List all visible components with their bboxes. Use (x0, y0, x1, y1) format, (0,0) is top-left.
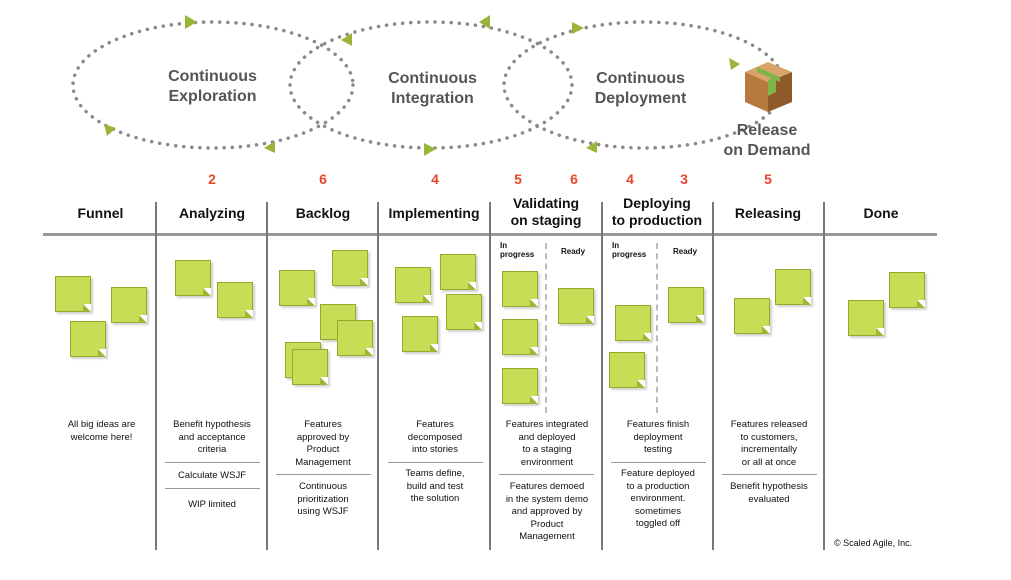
arrow-icon (586, 141, 597, 153)
analyzing-wsjf: Calculate WSJF (177, 470, 247, 481)
sticky-note (446, 294, 482, 330)
validating-ready-label: Ready (561, 247, 586, 256)
sticky-note (332, 250, 368, 286)
wip-deploying-ready: 3 (680, 171, 688, 187)
sticky-note (502, 368, 538, 404)
copyright-notice: © Scaled Agile, Inc. (834, 538, 913, 548)
sticky-note (279, 270, 315, 306)
column-divider (155, 202, 157, 550)
wip-analyzing: 2 (208, 171, 216, 187)
divider (165, 462, 260, 463)
sticky-note (70, 321, 106, 357)
deploying-description: Features finish deployment testing (626, 419, 690, 455)
column-divider (377, 202, 379, 550)
column-divider (712, 202, 714, 550)
validating-subdivider (545, 243, 547, 413)
sticky-note (848, 300, 884, 336)
column-title-backlog: Backlog (295, 205, 351, 221)
deploying-subdivider (656, 243, 658, 413)
package-box-icon (745, 62, 792, 112)
sticky-note (402, 316, 438, 352)
column-title-releasing: Releasing (734, 205, 802, 221)
column-divider (823, 202, 825, 550)
arrow-icon (424, 143, 436, 156)
analyzing-wip: WIP limited (188, 499, 236, 510)
exploration-loop (71, 20, 355, 150)
funnel-description: All big ideas are welcome here! (67, 419, 136, 443)
arrow-icon (479, 15, 490, 29)
sticky-note (175, 260, 211, 296)
divider (165, 488, 260, 489)
arrow-icon (104, 124, 116, 136)
divider (722, 474, 817, 475)
implementing-description: Features decomposed into stories (407, 419, 463, 455)
validating-demoed: Features demoed in the system demo and a… (505, 481, 589, 542)
column-title-analyzing: Analyzing (178, 205, 246, 221)
divider (276, 474, 371, 475)
column-divider (601, 202, 603, 550)
arrow-icon (264, 141, 275, 153)
sticky-note (502, 271, 538, 307)
column-title-implementing: Implementing (388, 205, 480, 221)
sticky-note (615, 305, 651, 341)
arrow-icon (729, 58, 740, 70)
sticky-note (337, 320, 373, 356)
wip-releasing: 5 (764, 171, 772, 187)
backlog-description: Features approved by Product Management (295, 419, 351, 468)
sticky-note (775, 269, 811, 305)
validating-description: Features integrated and deployed to a st… (505, 419, 589, 468)
column-title-funnel: Funnel (77, 205, 124, 221)
wip-validating-in-progress: 5 (514, 171, 522, 187)
integration-loop (288, 20, 574, 150)
sticky-note (558, 288, 594, 324)
divider (499, 474, 594, 475)
arrow-icon (572, 22, 584, 34)
sticky-note (668, 287, 704, 323)
sticky-note (889, 272, 925, 308)
analyzing-description: Benefit hypothesis and acceptance criter… (173, 419, 251, 455)
sticky-note (292, 349, 328, 385)
sticky-note (395, 267, 431, 303)
deploying-production: Feature deployed to a production environ… (621, 468, 695, 529)
sticky-note (111, 287, 147, 323)
arrow-icon (341, 33, 352, 46)
implementing-teams: Teams define, build and test the solutio… (405, 468, 465, 504)
sticky-note (609, 352, 645, 388)
wip-backlog: 6 (319, 171, 327, 187)
sticky-note (502, 319, 538, 355)
releasing-benefit: Benefit hypothesis evaluated (730, 481, 808, 505)
wip-validating-ready: 6 (570, 171, 578, 187)
column-divider (266, 202, 268, 550)
continuous-delivery-loops (71, 15, 792, 156)
releasing-description: Features released to customers, incremen… (730, 419, 808, 468)
sticky-note (217, 282, 253, 318)
deploying-ready-label: Ready (673, 247, 698, 256)
divider (388, 462, 483, 463)
divider (611, 462, 706, 463)
wip-implementing: 4 (431, 171, 439, 187)
sticky-note (734, 298, 770, 334)
arrow-icon (185, 15, 197, 29)
backlog-prioritization: Continuous prioritization using WSJF (297, 481, 349, 517)
sticky-note (55, 276, 91, 312)
sticky-note (440, 254, 476, 290)
column-title-done: Done (863, 205, 899, 221)
wip-deploying-in-progress: 4 (626, 171, 634, 187)
column-divider (489, 202, 491, 550)
